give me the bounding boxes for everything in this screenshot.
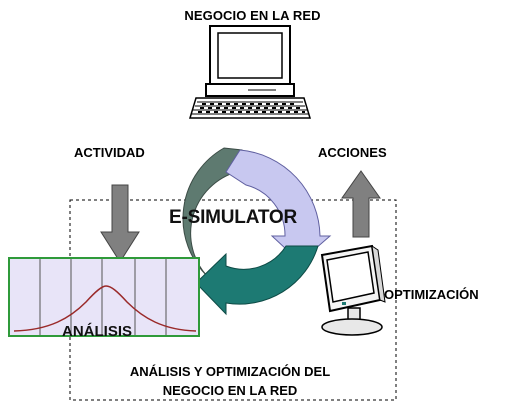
cycle-arrows-icon (182, 147, 332, 316)
distribution-curve (13, 285, 197, 332)
optimizacion-label: OPTIMIZACIÓN (384, 287, 479, 302)
actividad-label: ACTIVIDAD (74, 145, 145, 160)
acciones-label: ACCIONES (318, 145, 387, 160)
dashed-frame (69, 199, 397, 401)
caption-line-2: NEGOCIO EN LA RED (162, 383, 298, 398)
cycle-arc-lavender (225, 149, 332, 263)
desktop-computer-icon (188, 25, 312, 119)
analisis-label: ANÁLISIS (62, 323, 133, 340)
e-simulator-label: E-SIMULATOR (169, 207, 297, 228)
up-arrow-icon (341, 170, 381, 238)
optimization-monitor-icon (320, 244, 386, 336)
caption: ANÁLISIS Y OPTIMIZACIÓN DEL NEGOCIO EN L… (70, 362, 390, 400)
analysis-chart (8, 257, 200, 337)
cycle-arc-teal (195, 245, 319, 316)
caption-line-1: ANÁLISIS Y OPTIMIZACIÓN DEL (129, 364, 331, 379)
top-label: NEGOCIO EN LA RED (184, 8, 321, 23)
down-arrow-icon (100, 184, 140, 263)
